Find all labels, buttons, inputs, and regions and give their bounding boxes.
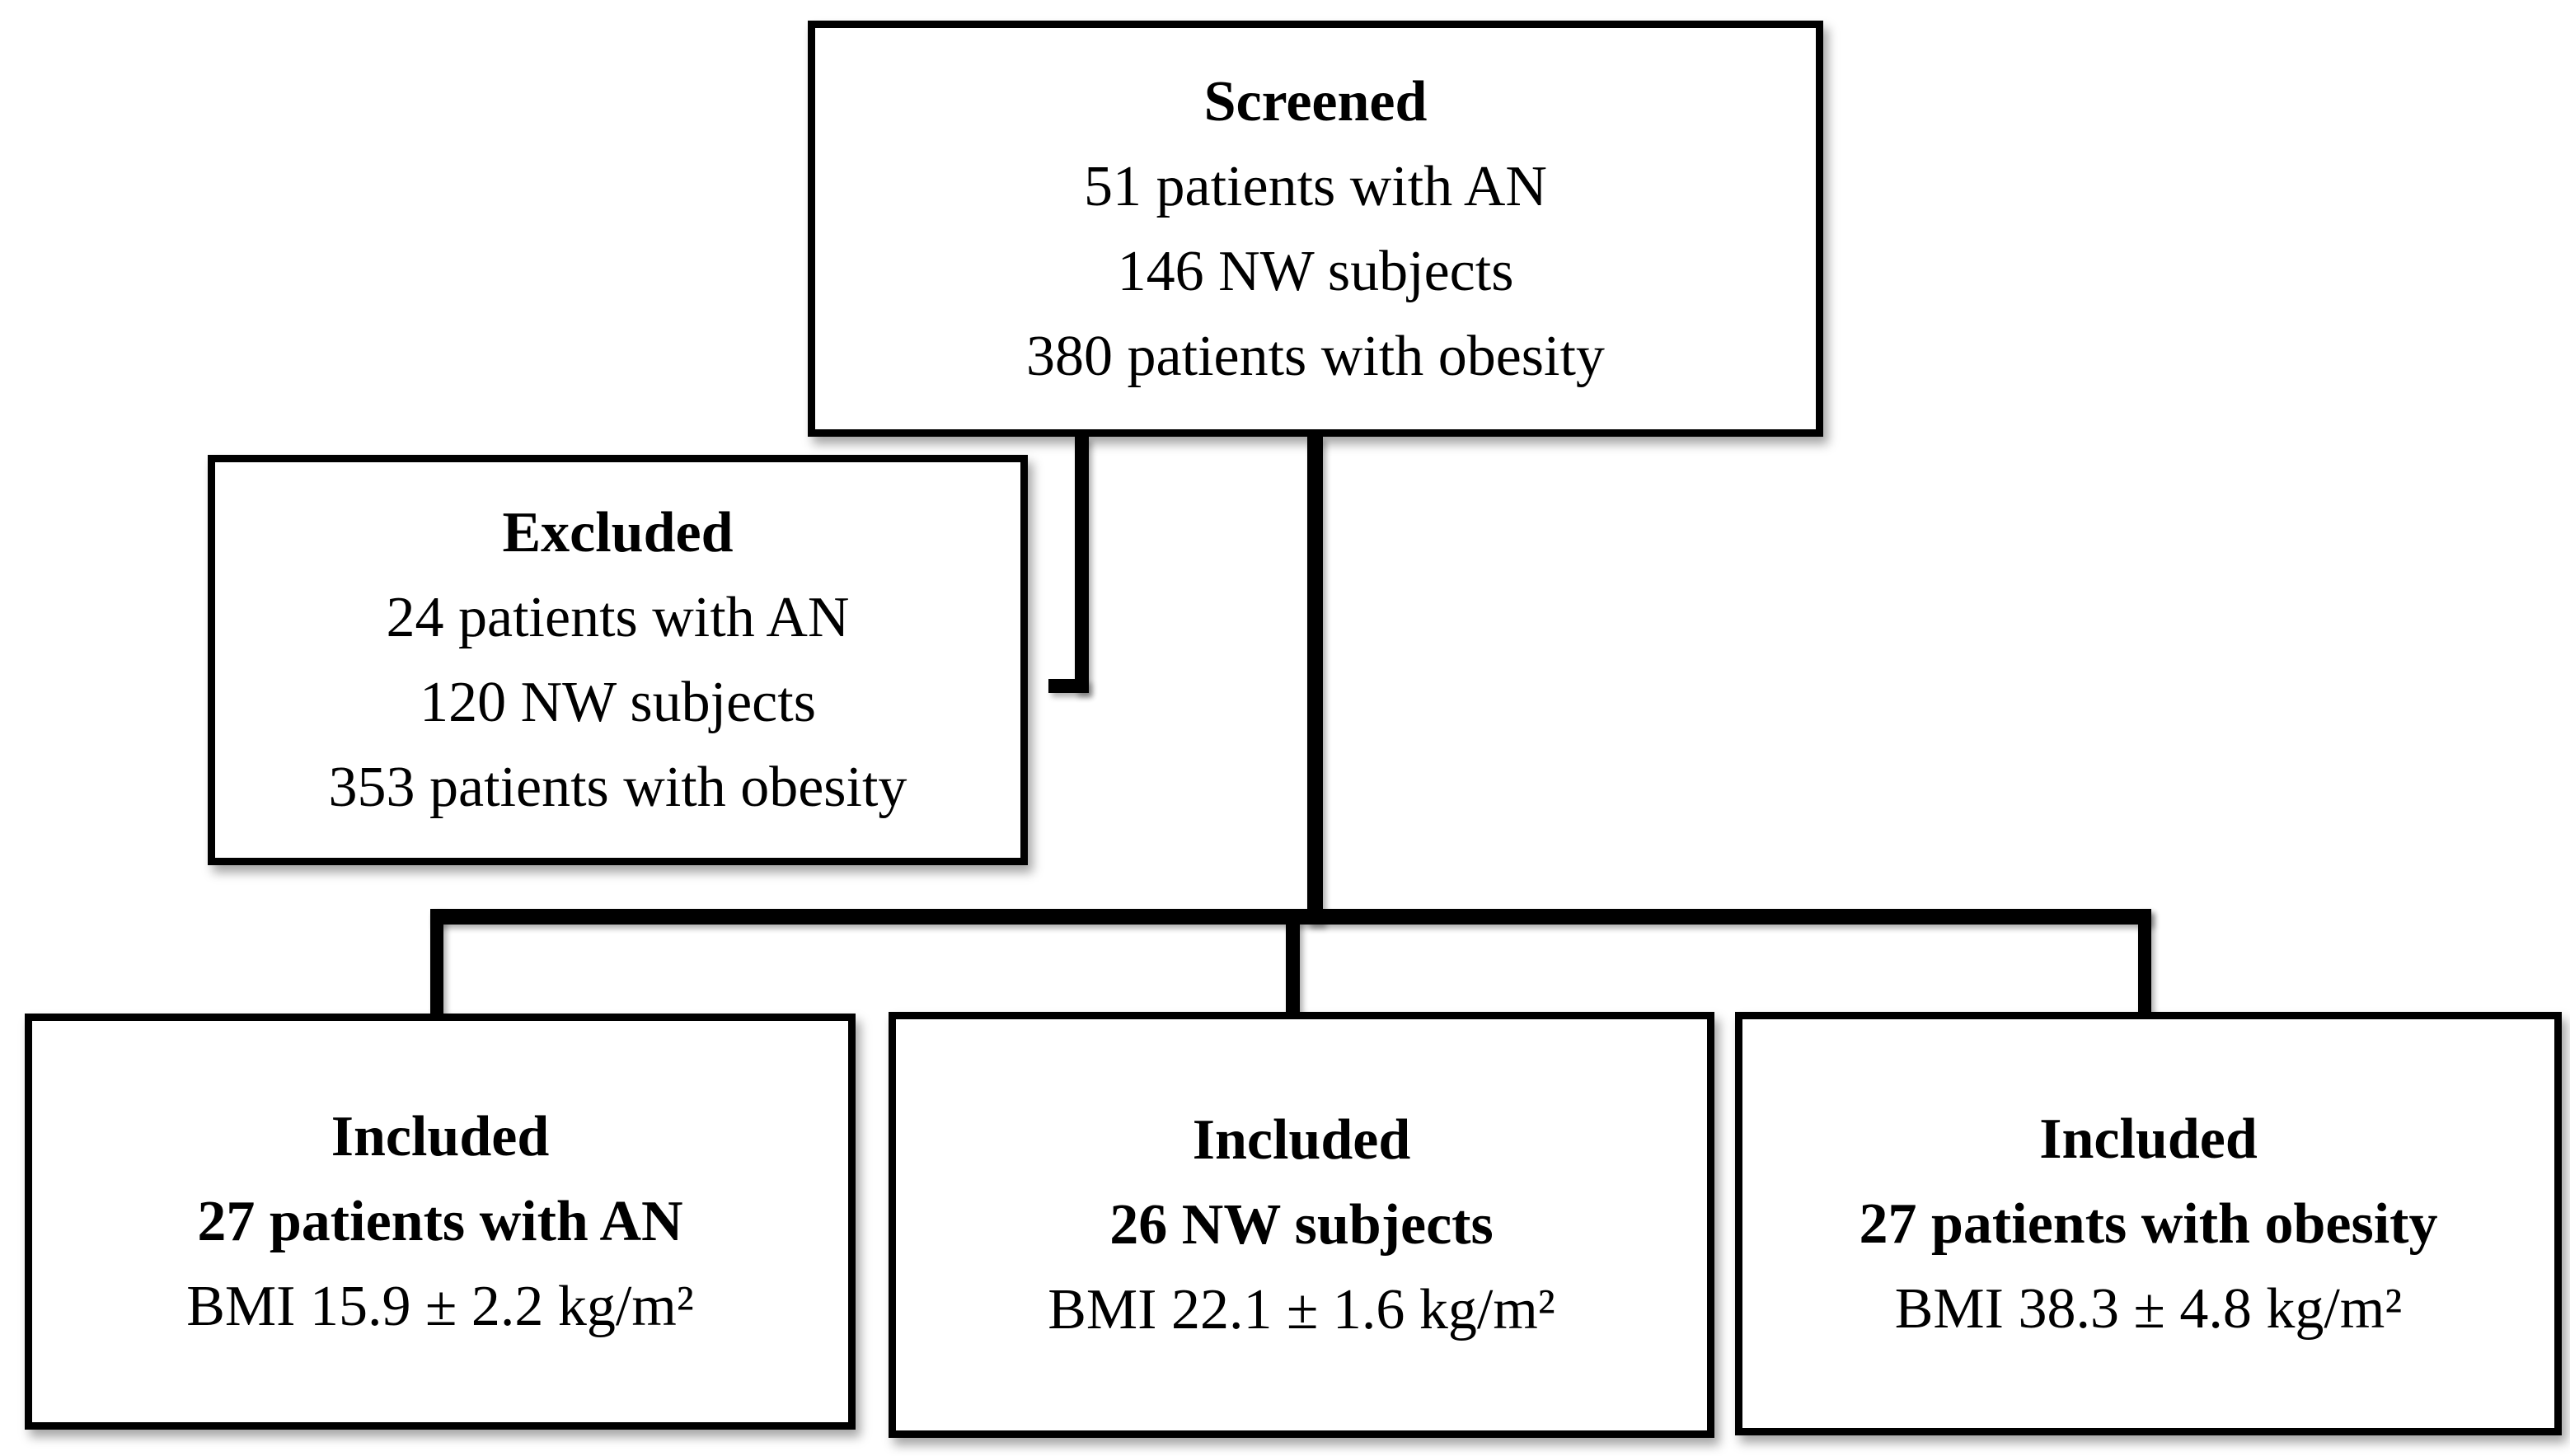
excluded-box-line: 24 patients with AN (386, 586, 850, 649)
excluded-box-title: Excluded (502, 501, 734, 564)
included-an-box-count: 27 patients with AN (197, 1190, 683, 1253)
excluded-box: Excluded 24 patients with AN 120 NW subj… (208, 455, 1028, 865)
included-nw-box: Included 26 NW subjects BMI 22.1 ± 1.6 k… (889, 1012, 1714, 1438)
connector-screened-to-included-vertical (1307, 437, 1323, 925)
included-nw-box-bmi: BMI 22.1 ± 1.6 kg/m² (1048, 1278, 1555, 1341)
connector-drop-included-an (430, 909, 443, 1016)
connector-drop-included-obesity (2138, 909, 2151, 1016)
included-nw-box-count: 26 NW subjects (1109, 1193, 1494, 1257)
excluded-box-line: 353 patients with obesity (328, 756, 907, 819)
included-nw-box-title: Included (1192, 1108, 1411, 1172)
included-obesity-box-bmi: BMI 38.3 ± 4.8 kg/m² (1894, 1276, 2403, 1341)
connector-drop-included-nw (1286, 919, 1300, 1016)
included-obesity-box: Included 27 patients with obesity BMI 38… (1735, 1012, 2562, 1435)
screened-box-title: Screened (1203, 69, 1428, 133)
screened-box-line: 380 patients with obesity (1026, 324, 1605, 388)
included-an-box-bmi: BMI 15.9 ± 2.2 kg/m² (186, 1275, 694, 1338)
included-an-box: Included 27 patients with AN BMI 15.9 ± … (25, 1014, 856, 1430)
screened-box-line: 146 NW subjects (1117, 239, 1514, 303)
connector-screened-to-excluded-vertical (1075, 437, 1089, 693)
screened-box: Screened 51 patients with AN 146 NW subj… (808, 21, 1823, 437)
excluded-box-line: 120 NW subjects (420, 671, 816, 734)
connector-screened-to-excluded-elbow (1048, 679, 1089, 693)
screened-box-line: 51 patients with AN (1084, 154, 1547, 218)
included-an-box-title: Included (331, 1105, 550, 1168)
included-obesity-box-count: 27 patients with obesity (1859, 1191, 2438, 1256)
connector-distributor-horizontal (430, 909, 2151, 925)
included-obesity-box-title: Included (2039, 1107, 2258, 1171)
